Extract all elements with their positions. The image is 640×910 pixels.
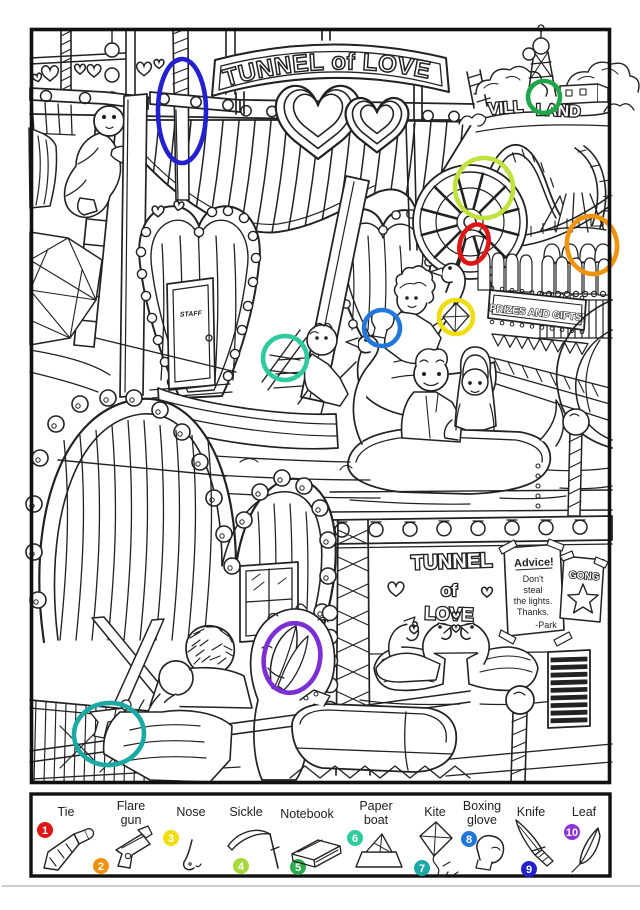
svg-text:10: 10 [566,827,578,839]
svg-text:Thanks.: Thanks. [517,607,549,617]
svg-text:Nose: Nose [176,805,205,819]
svg-text:Boxing: Boxing [463,799,501,813]
svg-text:GONG: GONG [569,570,600,583]
svg-text:Paper: Paper [359,799,392,813]
svg-text:Sickle: Sickle [229,805,262,819]
svg-text:steal: steal [523,585,542,595]
svg-text:7: 7 [419,863,425,875]
svg-text:STAFF: STAFF [180,310,203,319]
svg-text:Leaf: Leaf [572,805,597,819]
svg-text:the lights.: the lights. [514,596,553,606]
svg-text:of: of [441,581,457,600]
svg-text:Notebook: Notebook [280,807,334,821]
svg-text:8: 8 [466,834,472,846]
svg-text:5: 5 [295,862,301,874]
svg-text:Don't: Don't [523,574,544,584]
svg-text:boat: boat [364,813,389,827]
svg-text:LOVE: LOVE [424,603,474,625]
svg-text:1: 1 [42,825,48,837]
svg-text:Flare: Flare [117,799,146,813]
svg-text:glove: glove [467,813,497,827]
svg-text:Advice!: Advice! [514,556,554,569]
svg-text:TUNNEL: TUNNEL [411,550,493,575]
svg-text:Knife: Knife [517,805,546,819]
svg-text:4: 4 [238,861,245,873]
svg-text:Tie: Tie [58,805,75,819]
svg-text:3: 3 [168,833,174,845]
svg-text:Kite: Kite [424,805,446,819]
svg-text:6: 6 [352,833,358,845]
svg-text:VILL: VILL [488,99,524,118]
svg-text:2: 2 [98,861,104,873]
svg-text:gun: gun [121,813,142,827]
svg-text:9: 9 [526,864,532,876]
svg-text:-Park: -Park [535,620,557,630]
